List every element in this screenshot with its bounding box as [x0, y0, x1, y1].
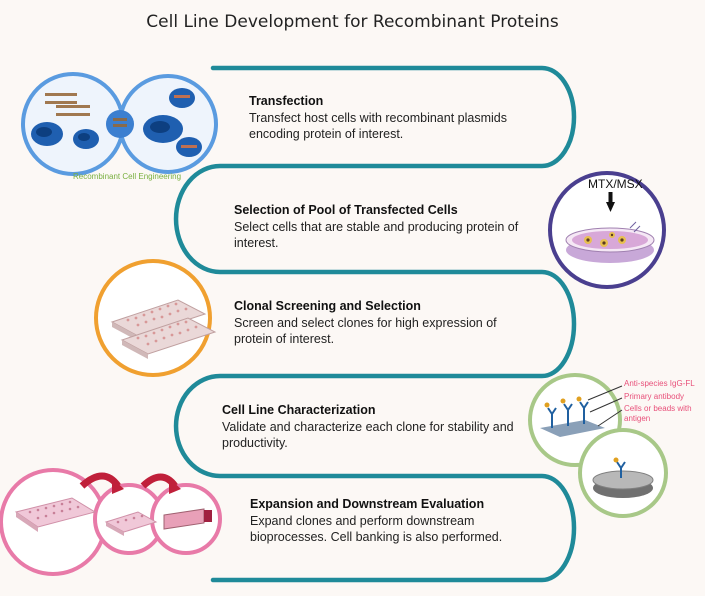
serpentine-path — [173, 65, 577, 583]
selection-agent-label: MTX/MSX — [588, 177, 643, 191]
step-4-description: Validate and characterize each clone for… — [222, 420, 514, 450]
selection-dish-illustration — [548, 171, 666, 289]
well-plates-illustration — [94, 259, 217, 377]
step-5-title: Expansion and Downstream Evaluation — [250, 497, 485, 511]
assay-label-antigen: Cells or beads with antigen — [624, 404, 692, 423]
assay-label-secondary-antibody: Anti-species IgG-FL — [624, 379, 695, 388]
step-5-description: Expand clones and perform downstream bio… — [250, 514, 503, 544]
cell-engineering-illustration — [21, 72, 218, 176]
step-4-title: Cell Line Characterization — [222, 403, 376, 417]
assay-label-primary-antibody: Primary antibody — [624, 392, 685, 401]
expansion-illustration — [0, 468, 222, 576]
step-2-description: Select cells that are stable and produci… — [234, 220, 519, 250]
step-1-title: Transfection — [249, 94, 324, 108]
diagram-title: Cell Line Development for Recombinant Pr… — [146, 12, 559, 32]
step-1-description: Transfect host cells with recombinant pl… — [249, 111, 507, 141]
step-2-title: Selection of Pool of Transfected Cells — [234, 203, 458, 217]
cell-engineering-label: Recombinant Cell Engineering — [73, 172, 182, 181]
assay-illustration — [528, 373, 668, 518]
step-3-title: Clonal Screening and Selection — [234, 299, 421, 313]
step-3-description: Screen and select clones for high expres… — [234, 316, 497, 346]
